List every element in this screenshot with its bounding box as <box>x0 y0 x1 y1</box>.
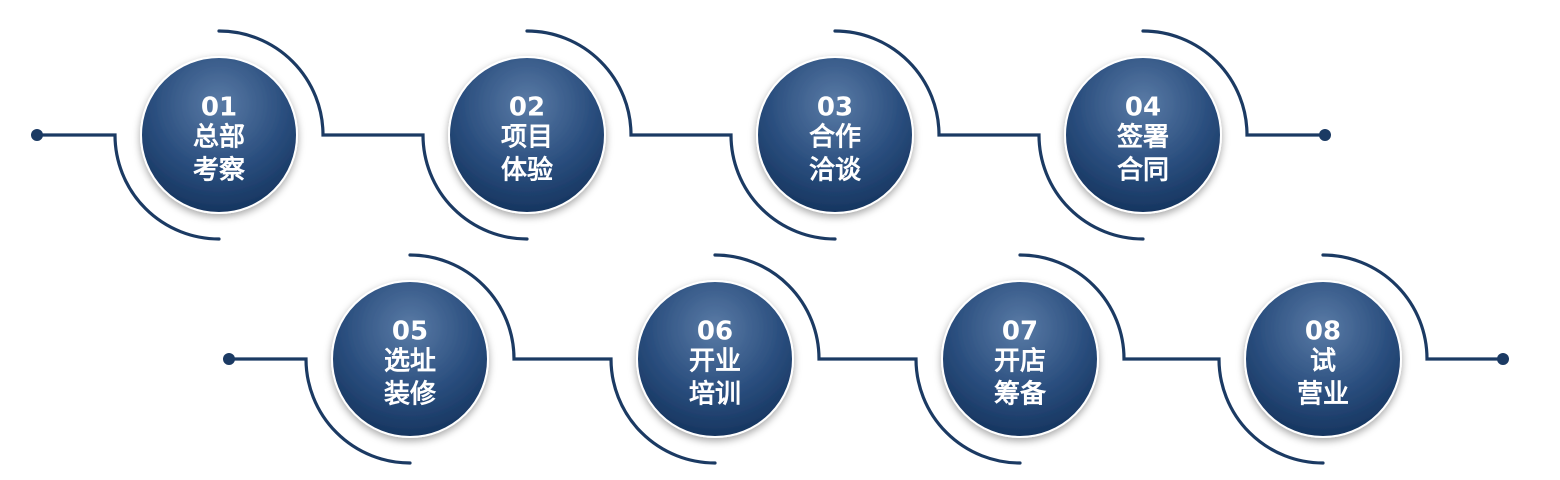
step-label-line2: 营业 <box>1297 380 1349 410</box>
step-disc <box>636 280 794 438</box>
step-label-line1: 选址 <box>384 347 436 377</box>
step-label-line2: 洽谈 <box>809 156 862 186</box>
step-disc <box>448 56 606 214</box>
connector-path <box>227 253 1505 465</box>
connector-lines <box>31 29 1509 465</box>
step-disc <box>331 280 489 438</box>
step-label-line1: 总部 <box>193 123 245 153</box>
step-disc <box>756 56 914 214</box>
step-label-line2: 筹备 <box>994 379 1047 410</box>
step-label-line2: 考察 <box>193 156 246 186</box>
step-label-line2: 装修 <box>384 379 437 410</box>
step-label-line1: 开店 <box>994 347 1046 377</box>
start-dot <box>31 129 43 141</box>
step-number: 03 <box>817 93 853 123</box>
step-number: 07 <box>1002 317 1038 347</box>
step-number: 06 <box>697 317 733 347</box>
step-number: 08 <box>1305 317 1341 347</box>
step-label-line2: 培训 <box>689 380 741 410</box>
step-label-line2: 体验 <box>501 155 553 186</box>
step-disc <box>1064 56 1222 214</box>
step-label-line1: 项目 <box>501 123 553 153</box>
step-label-line1: 开业 <box>689 347 741 377</box>
step-label-line2: 合同 <box>1117 155 1169 186</box>
step-number: 02 <box>509 93 545 123</box>
end-dot <box>1319 129 1331 141</box>
start-dot <box>223 353 235 365</box>
step-label-line1: 试 <box>1310 347 1336 377</box>
step-number: 05 <box>392 317 428 347</box>
step-number: 01 <box>201 93 237 123</box>
connector-path <box>35 29 1327 241</box>
step-disc <box>1244 280 1402 438</box>
end-dot <box>1497 353 1509 365</box>
step-disc <box>140 56 298 214</box>
step-label-line1: 合作 <box>809 122 861 153</box>
step-number: 04 <box>1125 93 1161 123</box>
step-label-line1: 签署 <box>1117 122 1169 153</box>
step-disc <box>941 280 1099 438</box>
